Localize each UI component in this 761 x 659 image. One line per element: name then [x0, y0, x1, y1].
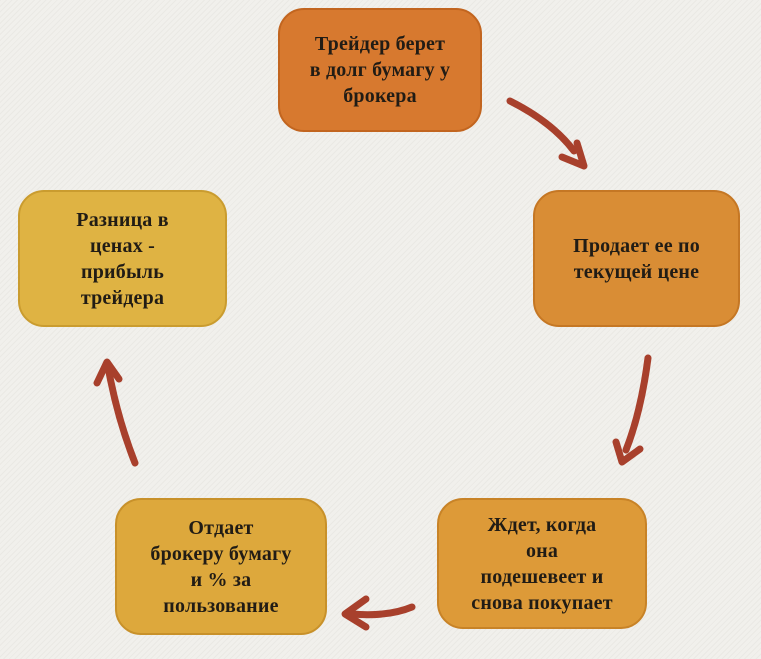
- node-price-difference-profit: Разница в ценах - прибыль трейдера: [18, 190, 227, 327]
- node-sell-label: Продает ее по текущей цене: [573, 234, 700, 283]
- node-sell-at-current-price: Продает ее по текущей цене: [533, 190, 740, 327]
- arrow-wait-to-return-icon: [341, 595, 416, 631]
- node-wait-label: Ждет, когда она подешевеет и снова покуп…: [471, 513, 613, 614]
- arrow-borrow-to-sell-icon: [506, 97, 588, 170]
- node-borrow-label: Трейдер берет в долг бумагу у брокера: [309, 33, 451, 107]
- node-wait-and-rebuy: Ждет, когда она подешевеет и снова покуп…: [437, 498, 647, 629]
- node-return-to-broker: Отдает брокеру бумагу и % за пользование: [115, 498, 327, 635]
- node-borrow-from-broker: Трейдер берет в долг бумагу у брокера: [278, 8, 482, 132]
- node-profit-label: Разница в ценах - прибыль трейдера: [76, 208, 169, 309]
- arrow-sell-to-wait-icon: [612, 354, 652, 466]
- node-return-label: Отдает брокеру бумагу и % за пользование: [150, 516, 292, 617]
- arrow-return-to-profit-icon: [93, 358, 139, 467]
